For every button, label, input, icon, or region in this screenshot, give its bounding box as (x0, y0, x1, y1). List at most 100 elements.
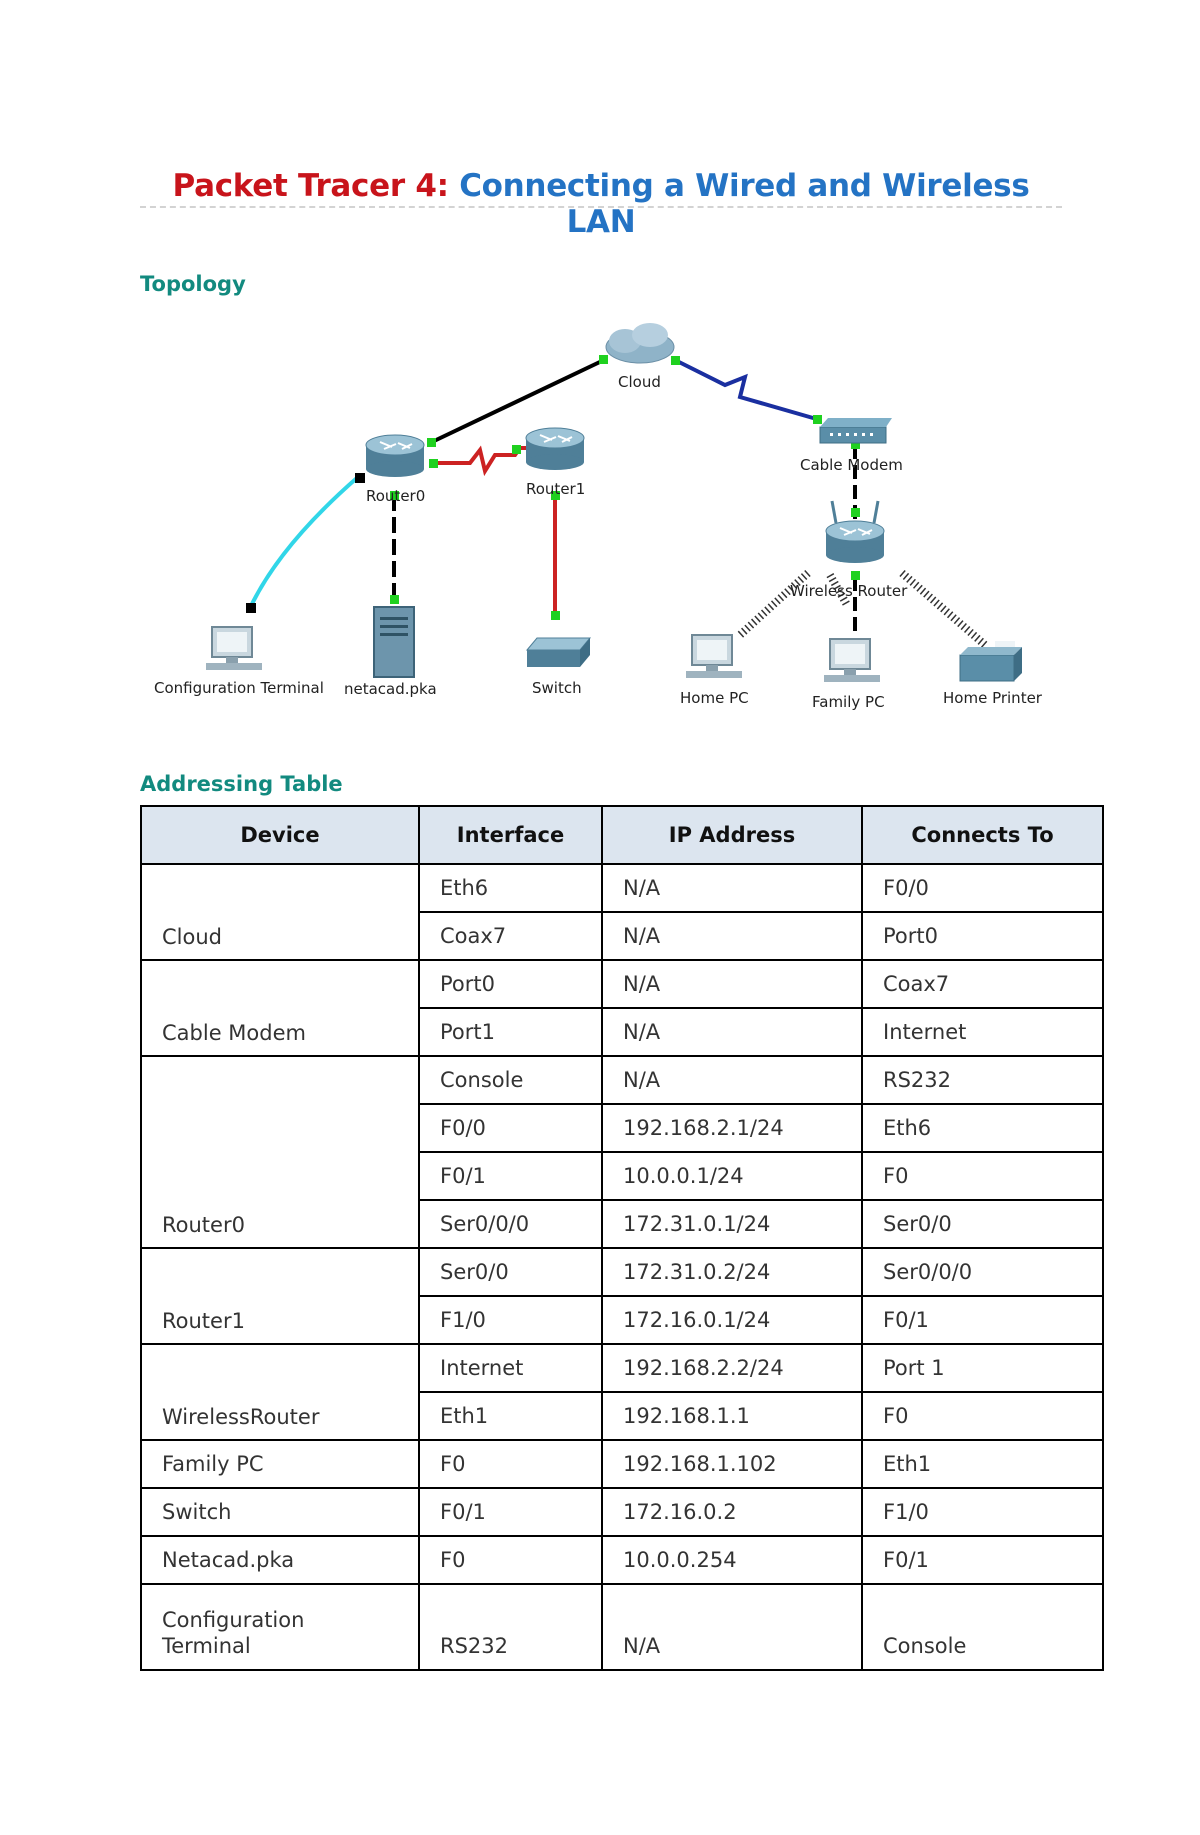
port-dot (551, 491, 560, 500)
connects-cell: Ser0/0/0 (861, 1247, 1104, 1297)
table-row: Netacad.pka F0 10.0.0.254 F0/1 (140, 1535, 1104, 1585)
interface-cell: F0/0 (418, 1103, 603, 1153)
table-row: Family PC F0 192.168.1.102 Eth1 (140, 1439, 1104, 1489)
link-console-cable (248, 475, 360, 609)
wireless-link-home-printer (899, 569, 988, 649)
column-header-connects: Connects To (861, 805, 1104, 865)
connects-cell: F0/1 (861, 1295, 1104, 1345)
connects-cell: F0 (861, 1151, 1104, 1201)
interface-cell: Console (418, 1055, 603, 1105)
connects-cell: Eth1 (861, 1439, 1104, 1489)
printer-icon (959, 641, 1022, 682)
topology-diagram: Cloud Cable Modem Router0 Router1 Wirele… (154, 323, 1043, 711)
ip-cell: 10.0.0.254 (601, 1535, 863, 1585)
device-cell: Router1 (140, 1247, 420, 1345)
interface-cell: Port1 (418, 1007, 603, 1057)
device-cell: Router0 (140, 1055, 420, 1249)
pc-icon (206, 626, 262, 670)
port-dot (427, 438, 436, 447)
title-prefix: Packet Tracer 4: (172, 168, 450, 204)
port-dot (355, 473, 365, 483)
ip-cell: 172.31.0.1/24 (601, 1199, 863, 1249)
table-row: Ser0/0/0 172.31.0.1/24 Ser0/0 (141, 1199, 1104, 1249)
connects-cell: F0/0 (861, 863, 1104, 913)
device-cell: Netacad.pka (140, 1535, 420, 1585)
table-row: Cloud Eth6 N/A F0/0 (140, 863, 1104, 961)
table-row: Router1 Ser0/0 172.31.0.2/24 Ser0/0/0 (140, 1247, 1104, 1345)
device-cell: Configuration Terminal (140, 1583, 420, 1671)
home-pc-label: Home PC (680, 689, 749, 707)
interface-cell: F0 (418, 1439, 603, 1489)
table-row: Switch F0/1 172.16.0.2 F1/0 (140, 1487, 1104, 1537)
pc-icon (686, 634, 742, 678)
wireless-link-home-pc (737, 570, 811, 638)
interface-cell: Ser0/0/0 (418, 1199, 603, 1249)
link-router0-cloud (433, 358, 605, 443)
port-dot (390, 491, 399, 500)
wireless-link-family-pc (826, 573, 851, 607)
interface-cell: Ser0/0 (418, 1247, 603, 1297)
table-row: F0/0 192.168.2.1/24 Eth6 (141, 1103, 1104, 1153)
port-status-dots (246, 355, 860, 620)
server-icon (373, 606, 415, 678)
table-row: Configuration Terminal RS232 N/A Console (140, 1583, 1104, 1671)
device-cell: Cloud (140, 863, 420, 961)
server-label: netacad.pka (344, 680, 437, 698)
title-main: Connecting a Wired and Wireless LAN (459, 168, 1030, 240)
interface-cell: Eth6 (418, 863, 603, 913)
table-row: Port1 N/A Internet (141, 1007, 1104, 1057)
connects-cell: Port0 (861, 911, 1104, 961)
connects-cell: Port 1 (861, 1343, 1104, 1393)
connects-cell: Internet (861, 1007, 1104, 1057)
table-row: Router0 Console N/A RS232 (140, 1055, 1104, 1249)
connects-cell: Coax7 (861, 959, 1104, 1009)
interface-cell: RS232 (418, 1583, 603, 1671)
port-dot (851, 571, 860, 580)
port-dot (429, 459, 438, 468)
connects-cell: RS232 (861, 1055, 1104, 1105)
port-dot (671, 356, 680, 365)
connects-cell: Eth6 (861, 1103, 1104, 1153)
router-icon (365, 434, 425, 477)
connects-cell: F1/0 (861, 1487, 1104, 1537)
port-dot (813, 415, 822, 424)
ip-cell: N/A (601, 1055, 863, 1105)
switch-icon (525, 637, 592, 667)
ip-cell: N/A (601, 911, 863, 961)
interface-cell: Port0 (418, 959, 603, 1009)
port-dot (390, 595, 399, 604)
topology-heading: Topology (140, 272, 246, 296)
interface-cell: F1/0 (418, 1295, 603, 1345)
port-dot (851, 508, 860, 517)
addressing-table: Device Interface IP Address Connects To … (140, 805, 1104, 1671)
table-row: WirelessRouter Internet 192.168.2.2/24 P… (140, 1343, 1104, 1441)
port-dot (599, 355, 608, 364)
connects-cell: Ser0/0 (861, 1199, 1104, 1249)
ip-cell: N/A (601, 959, 863, 1009)
column-header-device: Device (140, 805, 420, 865)
connects-cell: F0/1 (861, 1535, 1104, 1585)
ip-cell: 172.16.0.2 (601, 1487, 863, 1537)
ip-cell: 172.31.0.2/24 (601, 1247, 863, 1297)
port-dot (512, 445, 521, 454)
device-cell: Switch (140, 1487, 420, 1537)
router-icon (525, 427, 585, 470)
interface-cell: Eth1 (418, 1391, 603, 1441)
port-dot (851, 440, 860, 449)
wireless-router-label: Wireless Router (790, 582, 908, 600)
device-cell: WirelessRouter (140, 1343, 420, 1441)
switch-label: Switch (532, 679, 582, 697)
table-row: F1/0 172.16.0.1/24 F0/1 (141, 1295, 1104, 1345)
interface-cell: F0 (418, 1535, 603, 1585)
link-cloud-cable-modem (674, 358, 821, 422)
device-cell: Cable Modem (140, 959, 420, 1057)
router0-label: Router0 (366, 487, 425, 505)
config-terminal-label: Configuration Terminal (154, 679, 324, 697)
table-header-row: Device Interface IP Address Connects To (140, 805, 1104, 865)
interface-cell: Coax7 (418, 911, 603, 961)
ip-cell: 192.168.1.102 (601, 1439, 863, 1489)
ip-cell: 192.168.2.1/24 (601, 1103, 863, 1153)
wireless-router-icon (825, 500, 885, 563)
ip-cell: N/A (601, 1583, 863, 1671)
interface-cell: F0/1 (418, 1487, 603, 1537)
